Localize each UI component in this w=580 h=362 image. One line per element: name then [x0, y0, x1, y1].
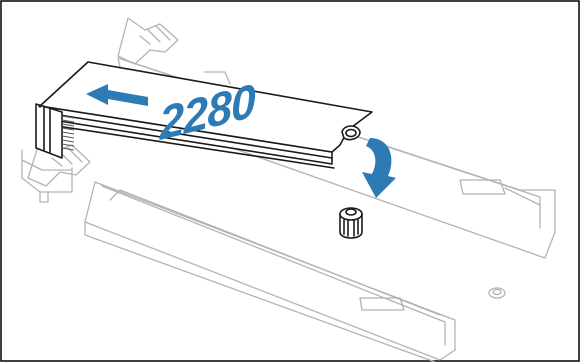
key-notch-dot — [38, 104, 42, 108]
m2-ssd-module: 2280 — [35, 61, 373, 169]
gold-fingers — [61, 115, 75, 151]
latch-upper — [117, 17, 179, 65]
screw-standoff — [339, 207, 363, 239]
curved-arrow-down-icon — [362, 138, 396, 198]
m2-connector-base — [21, 149, 73, 203]
mounting-hole — [488, 287, 506, 299]
arrow-left-icon — [86, 84, 148, 106]
lower-slot-rail — [84, 181, 456, 362]
